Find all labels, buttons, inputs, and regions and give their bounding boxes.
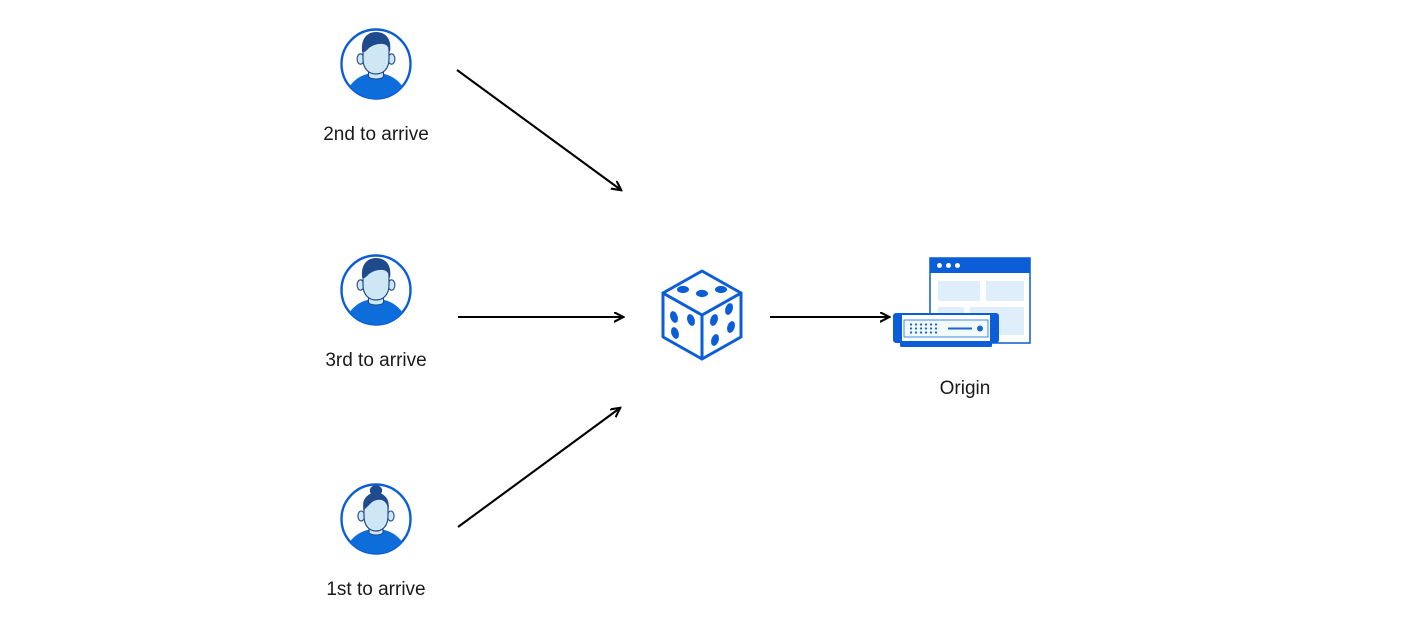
edge-1st-to-dice — [457, 408, 620, 528]
node-user-2nd[interactable]: 2nd to arrive — [312, 26, 440, 147]
node-origin[interactable]: Origin — [890, 252, 1040, 401]
dice-top-pips — [677, 285, 727, 298]
node-label-user-3rd: 3rd to arrive — [325, 350, 427, 371]
node-label-user-2nd: 2nd to arrive — [323, 124, 429, 145]
user-avatar-male-icon — [338, 252, 414, 333]
server-vent-dots — [909, 323, 938, 334]
edge-2nd-to-dice — [456, 69, 621, 190]
rack-server-device — [893, 313, 999, 347]
dice-icon — [650, 265, 754, 374]
dice-left-pips — [670, 311, 695, 339]
node-user-3rd[interactable]: 3rd to arrive — [312, 252, 440, 373]
node-label-origin: Origin — [939, 378, 991, 399]
user-avatar-female-icon — [338, 481, 414, 562]
origin-server-browser-icon — [890, 252, 1040, 365]
node-load-balancer[interactable] — [650, 265, 754, 374]
dice-right-pips — [710, 303, 735, 346]
node-user-1st[interactable]: 1st to arrive — [312, 481, 440, 602]
node-label-user-1st: 1st to arrive — [326, 579, 426, 600]
user-avatar-male-icon — [338, 26, 414, 107]
